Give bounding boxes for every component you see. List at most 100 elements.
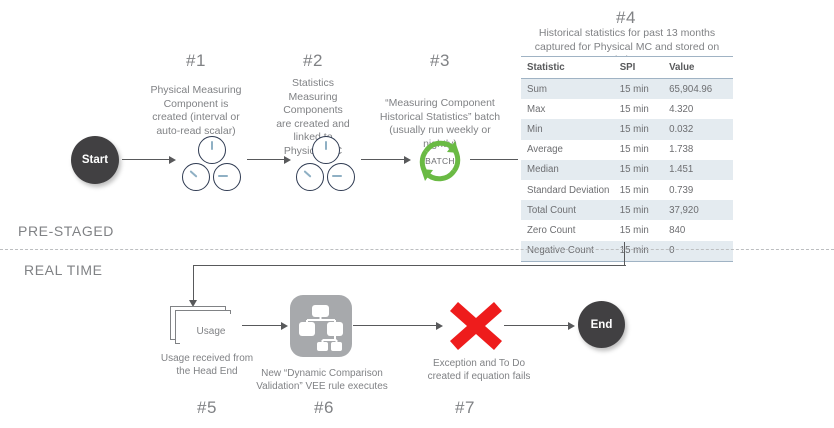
cell-spi: 15 min	[613, 159, 664, 180]
table-row[interactable]: Standard Deviation 15 min 0.739	[521, 179, 733, 201]
band-label-prestaged: PRE-STAGED	[18, 223, 114, 239]
end-node-label: End	[590, 318, 613, 331]
cell-statistic: Standard Deviation	[521, 179, 614, 201]
connector-table-left	[193, 265, 626, 267]
table-row[interactable]: Sum 15 min 65,904.96	[521, 78, 733, 100]
measuring-component-icon-1[interactable]	[180, 136, 242, 192]
arrow-start-to-step1-icon	[169, 155, 176, 164]
step-number-3: #3	[430, 51, 450, 70]
step-number-2: #2	[303, 51, 323, 70]
step-number-6: #6	[314, 398, 334, 417]
cell-value: 0.739	[663, 179, 733, 201]
gauge-needle	[332, 175, 342, 177]
gauge-needle	[218, 175, 228, 177]
connector-down-to-usage	[193, 265, 195, 303]
table-row[interactable]: Average 15 min 1.738	[521, 139, 733, 160]
gauge-right-icon	[213, 163, 241, 191]
column-header-spi: SPI	[613, 56, 664, 79]
step-caption-1: Physical Measuring Component is created …	[150, 84, 242, 137]
gauge-left-icon	[182, 163, 210, 191]
recycle-arrows-icon	[419, 140, 461, 182]
cell-value: 4.320	[663, 99, 733, 120]
cell-spi: 15 min	[613, 99, 664, 120]
connector-step3-to-table	[470, 159, 518, 161]
gauge-left-icon	[296, 163, 324, 191]
statistics-table-container[interactable]: Statistic SPI Value Sum 15 min 65,904.96…	[521, 56, 733, 262]
table-row[interactable]: Zero Count 15 min 840	[521, 220, 733, 241]
arrow-exception-to-end-icon	[568, 321, 575, 330]
step-caption-5: Usage received from the Head End	[160, 353, 254, 377]
cell-spi: 15 min	[613, 200, 664, 221]
exception-error-icon[interactable]	[448, 300, 504, 352]
arrow-down-to-usage-icon	[189, 300, 197, 307]
table-row[interactable]: Min 15 min 0.032	[521, 119, 733, 140]
cell-value: 65,904.96	[663, 78, 733, 100]
gauge-right-icon	[327, 163, 355, 191]
cell-statistic: Sum	[521, 78, 614, 100]
cell-value: 0.032	[663, 119, 733, 140]
batch-process-icon[interactable]: BATCH	[414, 135, 466, 187]
cell-statistic: Max	[521, 99, 614, 120]
usage-doc-label: Usage	[180, 314, 242, 348]
gauge-top-icon	[198, 136, 226, 164]
table-header-row: Statistic SPI Value	[521, 56, 733, 79]
cell-statistic: Total Count	[521, 200, 614, 221]
table-row[interactable]: Total Count 15 min 37,920	[521, 200, 733, 221]
cell-statistic: Min	[521, 119, 614, 140]
cell-value: 1.738	[663, 139, 733, 160]
column-header-statistic: Statistic	[521, 56, 614, 79]
vee-rule-icon[interactable]	[290, 295, 352, 357]
column-header-value: Value	[663, 56, 733, 79]
gauge-top-icon	[312, 136, 340, 164]
table-row[interactable]: Negative Count 15 min 0	[521, 240, 733, 262]
table-row[interactable]: Max 15 min 4.320	[521, 99, 733, 120]
cell-statistic: Median	[521, 159, 614, 180]
cell-value: 0	[663, 240, 733, 262]
red-x-icon	[450, 302, 502, 350]
arrow-step2-to-step3-icon	[404, 155, 411, 164]
measuring-component-icon-2[interactable]	[294, 136, 356, 192]
arrow-usage-to-vee-icon	[281, 321, 288, 330]
cell-value: 1.451	[663, 159, 733, 180]
step-caption-7: Exception and To Do created if equation …	[427, 358, 531, 382]
connector-step2-to-step3	[361, 159, 405, 161]
cell-spi: 15 min	[613, 119, 664, 140]
arrow-vee-to-exception-icon	[436, 321, 443, 330]
gauge-needle	[303, 170, 312, 178]
node-hierarchy-icon	[299, 305, 343, 351]
gauge-needle	[189, 170, 198, 178]
step-number-4: #4	[616, 8, 636, 27]
cell-statistic: Average	[521, 139, 614, 160]
step-caption-6: New “Dynamic Comparison Validation” VEE …	[256, 368, 388, 392]
connector-vee-to-exception	[353, 325, 437, 327]
cell-spi: 15 min	[613, 240, 664, 262]
phase-divider	[0, 249, 834, 250]
table-body: Sum 15 min 65,904.96 Max 15 min 4.320 Mi…	[521, 78, 733, 262]
connector-exception-to-end	[504, 325, 569, 327]
step-number-1: #1	[186, 51, 206, 70]
cell-statistic: Zero Count	[521, 220, 614, 241]
cell-spi: 15 min	[613, 139, 664, 160]
connector-step1-to-step2	[247, 159, 285, 161]
cell-spi: 15 min	[613, 179, 664, 201]
usage-document-icon[interactable]: Usage	[170, 306, 242, 350]
connector-usage-to-vee	[242, 325, 282, 327]
start-node[interactable]: Start	[71, 136, 119, 184]
step-number-7: #7	[455, 398, 475, 417]
cell-value: 840	[663, 220, 733, 241]
step-number-5: #5	[197, 398, 217, 417]
cell-statistic: Negative Count	[521, 240, 614, 262]
gauge-needle	[211, 141, 213, 150]
table-row[interactable]: Median 15 min 1.451	[521, 159, 733, 180]
end-node[interactable]: End	[578, 301, 625, 348]
statistics-table: Statistic SPI Value Sum 15 min 65,904.96…	[521, 56, 733, 262]
band-label-realtime: REAL TIME	[24, 262, 103, 278]
gauge-needle	[325, 141, 327, 150]
arrow-step1-to-step2-icon	[284, 155, 291, 164]
start-node-label: Start	[81, 154, 109, 166]
cell-value: 37,920	[663, 200, 733, 221]
table-caption: Historical statistics for past 13 months…	[534, 27, 720, 66]
connector-start-to-step1	[122, 159, 170, 161]
batch-label: BATCH	[425, 156, 455, 166]
